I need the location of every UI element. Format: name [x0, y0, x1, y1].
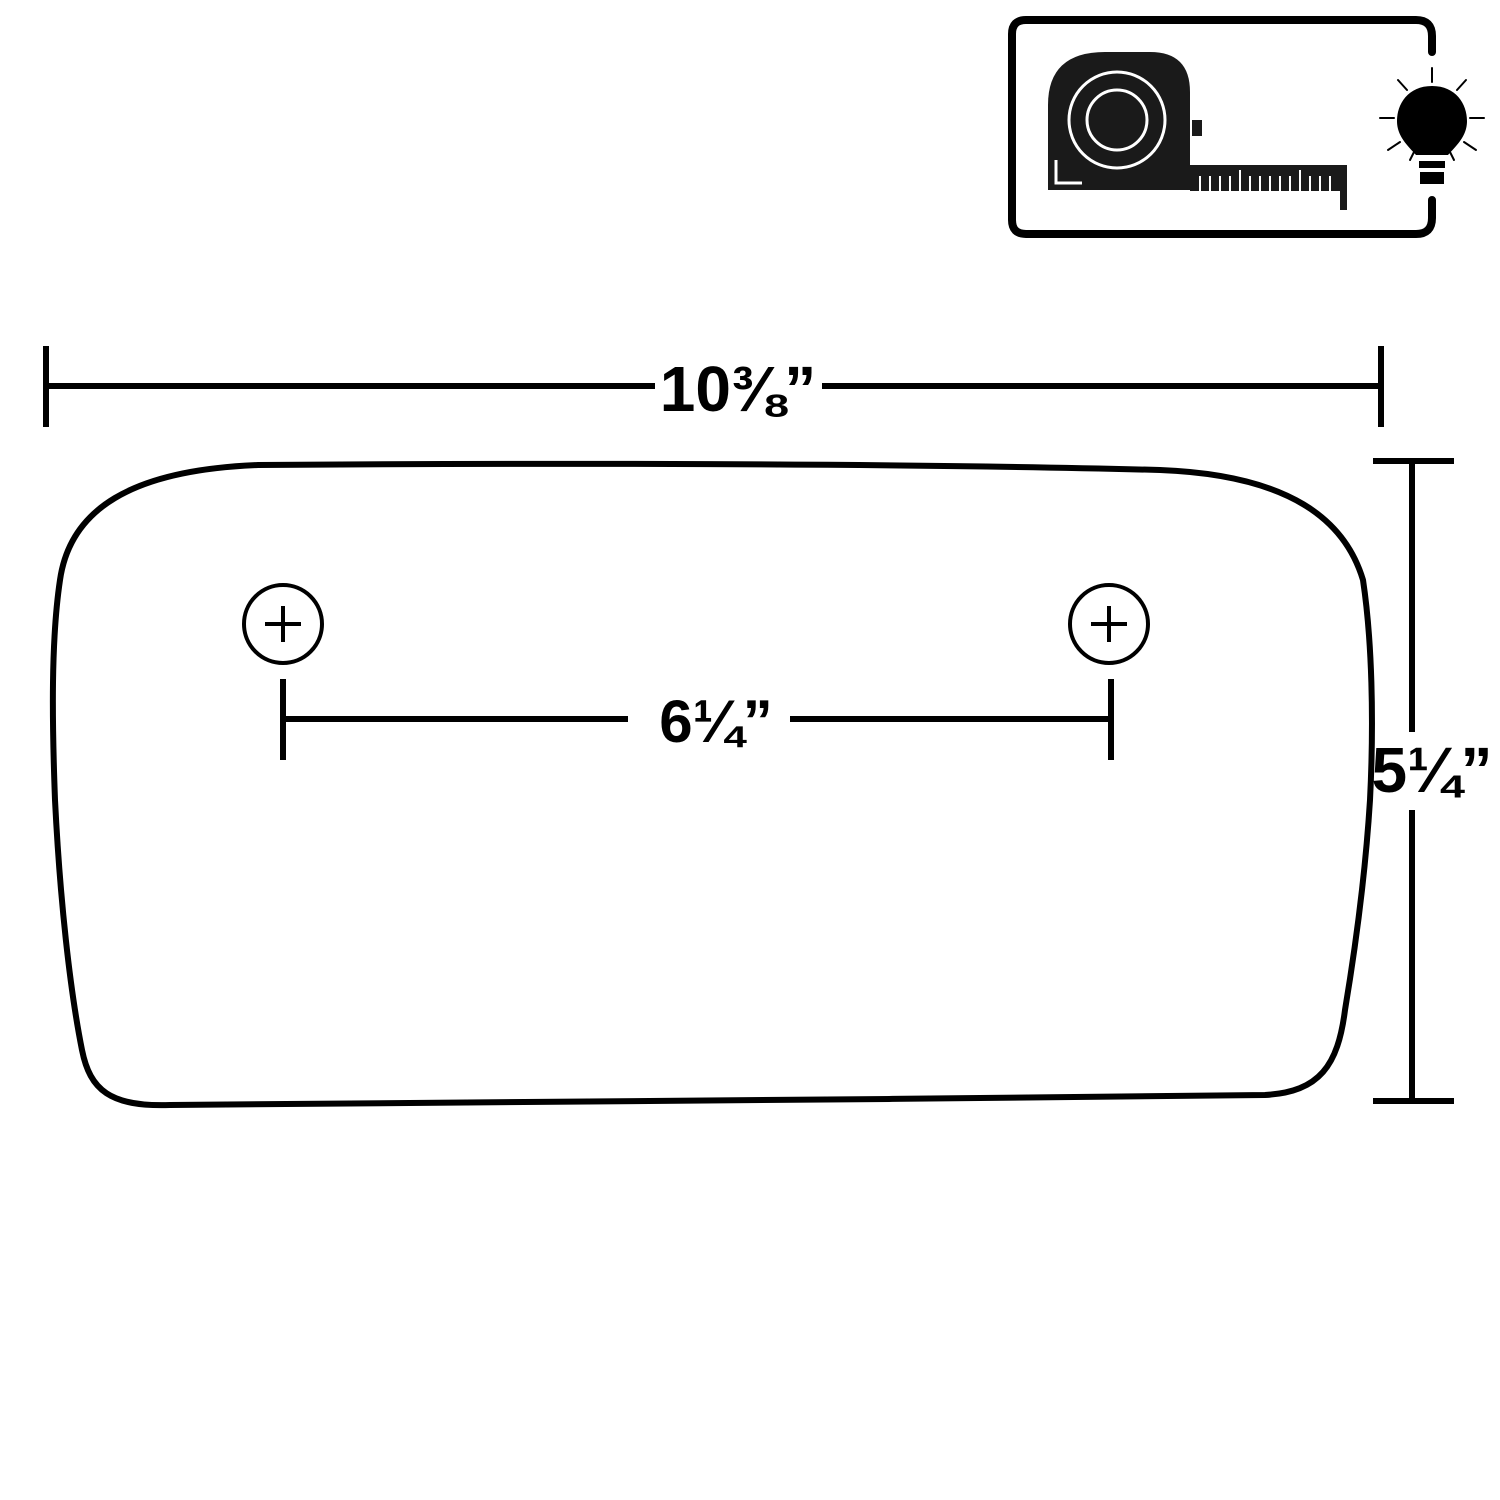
badge-frame: [1008, 16, 1436, 238]
measure-badge: [1008, 16, 1485, 238]
part-outline: [49, 460, 1375, 1109]
height-label: 5¼”: [1372, 734, 1493, 806]
mounting-hole-left: [242, 583, 324, 665]
width-dimension: 10⅜”: [43, 346, 1384, 427]
lightbulb-icon: [1379, 67, 1485, 184]
hole-spacing-label: 6¼”: [659, 688, 772, 755]
width-label: 10⅜”: [660, 353, 817, 425]
tape-measure-icon: [1048, 52, 1347, 210]
height-dimension: 5¼”: [1372, 458, 1493, 1104]
hole-spacing-dimension: 6¼”: [280, 679, 1114, 760]
mounting-hole-right: [1068, 583, 1150, 665]
